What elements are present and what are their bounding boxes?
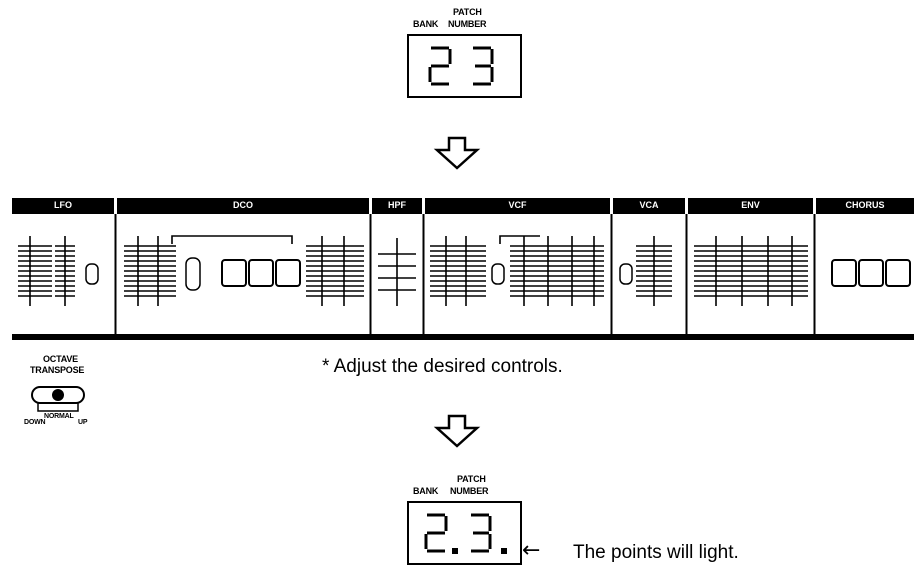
dco-sliders <box>124 235 364 306</box>
octave-up-label: UP <box>78 419 88 426</box>
env-sliders <box>694 236 808 306</box>
bottom-patch-label: PATCH <box>457 474 486 484</box>
env-header-bar <box>688 198 813 214</box>
chorus-header-bar <box>816 198 914 214</box>
chorus-buttons <box>831 259 911 287</box>
vcf-header-bar <box>425 198 610 214</box>
top-patch-display <box>407 34 522 98</box>
points-caption: The points will light. <box>573 542 739 563</box>
panel-controls-drawing <box>12 214 914 340</box>
section-label-lfo: LFO <box>54 200 72 210</box>
top-seven-segment-digits <box>428 46 494 86</box>
instruction-text: * Adjust the desired controls. <box>322 356 563 377</box>
top-bank-label: BANK <box>413 19 439 29</box>
bottom-number-label: NUMBER <box>450 486 489 496</box>
bottom-seven-segment-digits <box>424 513 507 554</box>
section-label-vca: VCA <box>639 200 659 210</box>
bottom-patch-display <box>407 501 522 565</box>
top-number-digit <box>473 46 494 86</box>
lfo-sliders <box>18 236 75 306</box>
section-label-env: ENV <box>741 200 760 210</box>
section-label-dco: DCO <box>233 200 253 210</box>
bottom-bank-digit <box>424 513 448 553</box>
bottom-number-digit <box>471 513 492 553</box>
bottom-bank-label: BANK <box>413 486 439 496</box>
octave-transpose-switch-icon[interactable] <box>26 383 90 419</box>
top-patch-label: PATCH <box>453 7 482 17</box>
down-arrow-icon <box>433 136 481 170</box>
bottom-number-point <box>501 548 507 554</box>
bottom-bank-point <box>452 548 458 554</box>
top-bank-digit <box>428 46 452 86</box>
transpose-label: TRANSPOSE <box>30 365 85 375</box>
down-arrow-icon <box>433 414 481 448</box>
lfo-header-bar <box>12 198 114 214</box>
dco-header-bar <box>117 198 369 214</box>
octave-normal-label: NORMAL <box>44 413 74 420</box>
octave-down-label: DOWN <box>24 419 46 426</box>
octave-label: OCTAVE <box>43 354 78 364</box>
hpf-header-bar <box>372 198 422 214</box>
hpf-slider <box>378 238 416 306</box>
vca-slider <box>636 236 672 306</box>
vcf-sliders <box>430 235 604 306</box>
vca-header-bar <box>613 198 685 214</box>
top-number-label: NUMBER <box>448 19 487 29</box>
section-label-hpf: HPF <box>388 200 406 210</box>
pointer-arrow-icon: ← <box>522 538 541 563</box>
section-label-chorus: CHORUS <box>845 200 885 210</box>
section-label-vcf: VCF <box>508 200 527 210</box>
